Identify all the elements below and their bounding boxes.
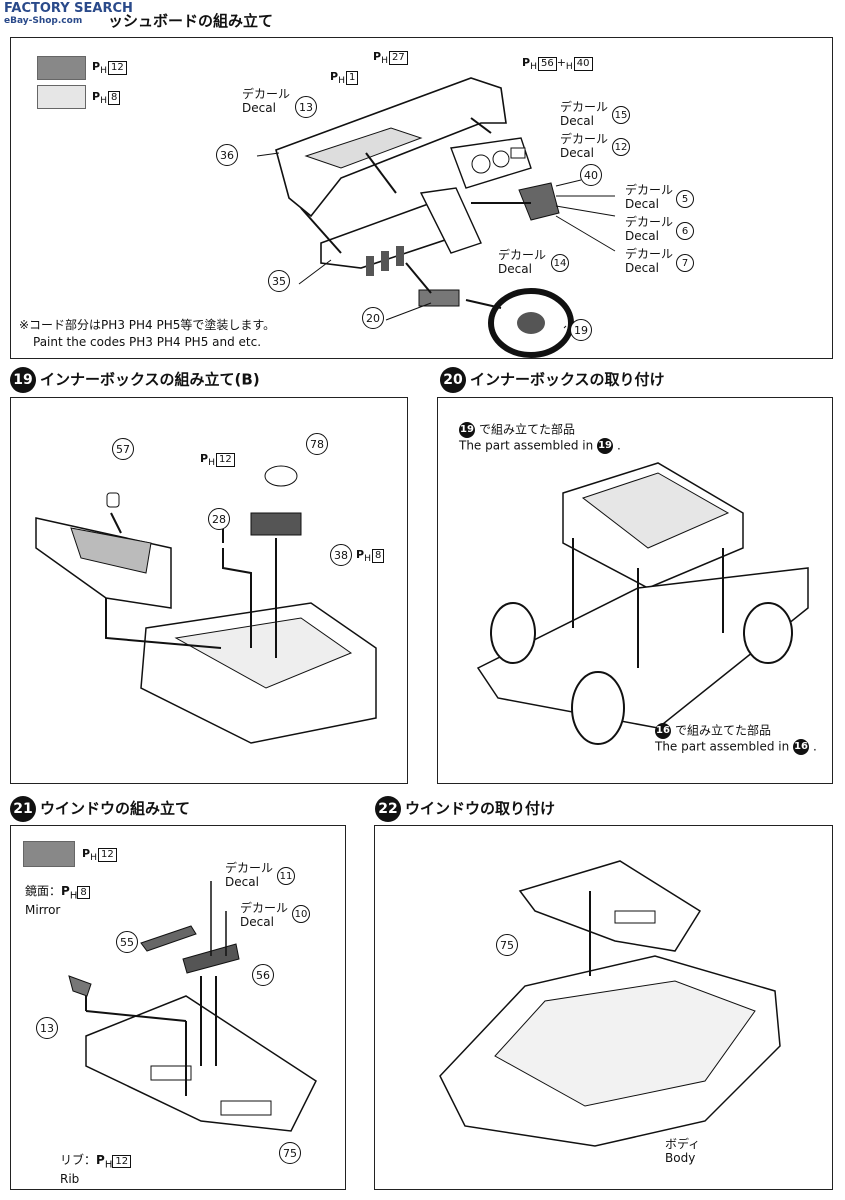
step20-panel	[437, 397, 833, 784]
part-75: 75	[279, 1142, 301, 1164]
part-19: 19	[570, 319, 592, 341]
part-7: 7	[676, 254, 694, 272]
part-36: 36	[216, 144, 238, 166]
paint-swatch-dark	[37, 56, 86, 80]
watermark: FACTORY SEARCH eBay-Shop.com	[4, 2, 133, 28]
part-20: 20	[362, 307, 384, 329]
part-13: 13	[295, 96, 317, 118]
paint-note-en: Paint the codes PH3 PH4 PH5 and etc.	[33, 335, 262, 349]
step19-panel	[10, 397, 408, 784]
step20-number: 20	[440, 367, 466, 393]
step22-number: 22	[375, 796, 401, 822]
part-12: 12	[612, 138, 630, 156]
part-11: 11	[277, 867, 295, 885]
step21-number: 21	[10, 796, 36, 822]
part-55: 55	[116, 931, 138, 953]
step22-drawing	[439, 860, 781, 1147]
step18-title: ッシュボードの組み立て	[108, 12, 274, 30]
part-40: 40	[580, 164, 602, 186]
part-5: 5	[676, 190, 694, 208]
step19-number: 19	[10, 367, 36, 393]
step19-drawing	[35, 465, 377, 744]
part-14: 14	[551, 254, 569, 272]
paint-swatch-light	[37, 85, 86, 109]
part-15: 15	[612, 106, 630, 124]
step20-drawing	[476, 462, 809, 745]
part-13b: 13	[36, 1017, 58, 1039]
part-75b: 75	[496, 934, 518, 956]
watermark-line2: eBay-Shop.com	[4, 16, 83, 26]
step18-drawing	[256, 77, 616, 358]
part-38: 38	[330, 544, 352, 566]
part-6: 6	[676, 222, 694, 240]
step21-panel	[10, 825, 346, 1190]
part-35: 35	[268, 270, 290, 292]
paint-swatch-21	[23, 841, 75, 867]
part-57: 57	[112, 438, 134, 460]
watermark-line1: FACTORY SEARCH	[4, 1, 133, 16]
part-56: 56	[252, 964, 274, 986]
part-28: 28	[208, 508, 230, 530]
step21-drawing	[68, 881, 317, 1132]
step22-panel	[374, 825, 833, 1190]
paint-note-jp: ※コード部分はPH3 PH4 PH5等で塗装します。	[19, 318, 276, 332]
part-78: 78	[306, 433, 328, 455]
step18-panel	[10, 37, 833, 359]
part-10: 10	[292, 905, 310, 923]
